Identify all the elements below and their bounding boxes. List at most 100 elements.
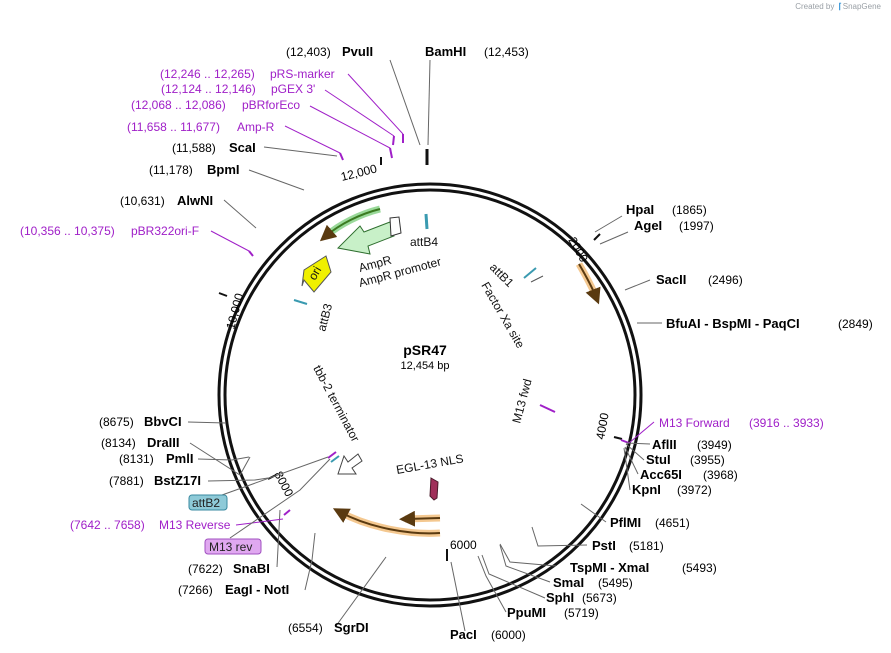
kpni-label: KpnI: [632, 482, 661, 497]
attb2-box: attB2: [188, 494, 228, 511]
aflii-position: (3949): [697, 438, 732, 452]
leader-hpai: [594, 215, 623, 233]
pmli-label: PmlI: [166, 451, 193, 466]
bamhi-label: BamHI: [425, 44, 466, 59]
snapgene-logo-icon: ⌈: [838, 2, 842, 11]
credit-prefix: Created by: [795, 2, 835, 11]
bbvci-label: BbvCI: [144, 414, 182, 429]
scale-ticks: 2000 4000 6000 8000 10,000 12,000: [218, 157, 623, 561]
leader-stui: [625, 443, 645, 461]
attb1-mark: [523, 267, 537, 279]
leader-pgex3: [324, 89, 395, 137]
pbr322ori-f-range: (10,356 .. 10,375): [20, 224, 115, 238]
leader-attb2: [221, 456, 329, 496]
leader-m13-forward: [628, 421, 655, 444]
leader-sphi: [481, 554, 546, 599]
pflmi-position: (4651): [655, 516, 690, 530]
bpmi-label: BpmI: [207, 162, 240, 177]
m13-reverse-range: (7642 .. 7658): [70, 518, 145, 532]
sacii-label: SacII: [656, 272, 686, 287]
ampr-arrow: [336, 221, 395, 255]
backbone: [217, 182, 643, 608]
snabi-label: SnaBI: [233, 561, 270, 576]
leader-m13rev: [229, 458, 331, 539]
egl13-nls-mark: [429, 477, 439, 501]
factor-xa-label: Factor Xa site: [478, 280, 527, 351]
m13-forward-label: M13 Forward: [659, 416, 730, 430]
attb4-mark: [424, 213, 429, 230]
bbvci-position: (8675): [99, 415, 134, 429]
tick-mark-2000: [593, 233, 601, 241]
ppumi-label: PpuMI: [507, 605, 546, 620]
ori-arrow: [301, 255, 332, 293]
ampr-promoter-arrow: [389, 216, 402, 237]
plasmid-length: 12,454 bp: [401, 360, 450, 372]
plasmid-name: pSR47: [403, 342, 447, 358]
snapgene-credit: Created by ⌈SnapGene: [795, 2, 881, 11]
m13-rev-inner-mark: [327, 451, 337, 459]
alwni-position: (10,631): [120, 194, 165, 208]
paci-position: (6000): [491, 628, 526, 642]
sgrdi-position: (6554): [288, 621, 323, 635]
scai-label: ScaI: [229, 140, 256, 155]
leader-pflmi: [580, 503, 607, 523]
pvuii-label: PvuII: [342, 44, 373, 59]
leader-sacii: [624, 279, 651, 291]
attb3-label: attB3: [314, 302, 335, 333]
draiii-label: DraIII: [147, 435, 180, 450]
leader-pvuii: [389, 59, 421, 146]
prs-marker-range: (12,246 .. 12,265): [160, 67, 255, 81]
leader-acc65i: [624, 446, 639, 475]
egl13-nls-label: EGL-13 NLS: [395, 451, 464, 477]
stui-position: (3955): [690, 453, 725, 467]
paci-label: PacI: [450, 627, 477, 642]
bamhi-position: (12,453): [484, 45, 529, 59]
pgex3-range: (12,124 .. 12,146): [161, 82, 256, 96]
scai-position: (11,588): [172, 141, 216, 155]
amp-r-range: (11,658 .. 11,677): [127, 120, 220, 134]
leader-psti: [531, 526, 588, 547]
tick-label-2000: 2000: [565, 235, 591, 265]
tspmi-xmai-position: (5493): [682, 561, 717, 575]
bfuai-label: BfuAI - BspMI - PaqCI: [666, 316, 800, 331]
ppumi-position: (5719): [564, 606, 599, 620]
hpai-label: HpaI: [626, 202, 654, 217]
bstz17i-label: BstZ17I: [154, 473, 201, 488]
m13-forward-range: (3916 .. 3933): [749, 416, 824, 430]
aflii-label: AflII: [652, 437, 677, 452]
m13-reverse-label: M13 Reverse: [159, 518, 231, 532]
leader-prs-marker: [347, 73, 404, 135]
agei-label: AgeI: [634, 218, 662, 233]
orf-arc-bottom: [332, 508, 441, 535]
leader-paci: [450, 561, 466, 632]
leader-snabi: [276, 509, 281, 568]
sacii-position: (2496): [708, 273, 743, 287]
attb2-box-bg: [188, 494, 228, 511]
leader-lines: [187, 59, 662, 632]
snabi-position: (7622): [188, 562, 223, 576]
leader-bamhi: [427, 59, 431, 146]
leader-sgrdi: [335, 556, 387, 627]
m13-rev-box-bg: [204, 538, 262, 555]
leader-bstz17i: [207, 477, 269, 482]
ori-label: ori: [305, 264, 324, 283]
leader-draiii: [189, 442, 251, 476]
pbr322ori-f-mark: [248, 250, 254, 257]
psti-label: PstI: [592, 538, 616, 553]
pgex3-label: pGEX 3': [271, 82, 315, 96]
leader-bpmi: [248, 169, 305, 191]
tick-mark-4000: [613, 436, 623, 440]
sphi-position: (5673): [582, 591, 617, 605]
alwni-label: AlwNI: [177, 193, 213, 208]
leader-agei: [599, 231, 629, 245]
leader-alwni: [223, 199, 257, 229]
agei-position: (1997): [679, 219, 714, 233]
pmli-position: (8131): [119, 452, 154, 466]
tspmi-xmai-label: TspMI - XmaI: [570, 560, 649, 575]
attb4-label: attB4: [410, 235, 438, 249]
m13-fwd-label: M13 fwd: [509, 377, 534, 424]
acc65i-label: Acc65I: [640, 467, 682, 482]
leader-bbvci: [187, 421, 227, 424]
leader-pbrforeco: [309, 105, 391, 149]
